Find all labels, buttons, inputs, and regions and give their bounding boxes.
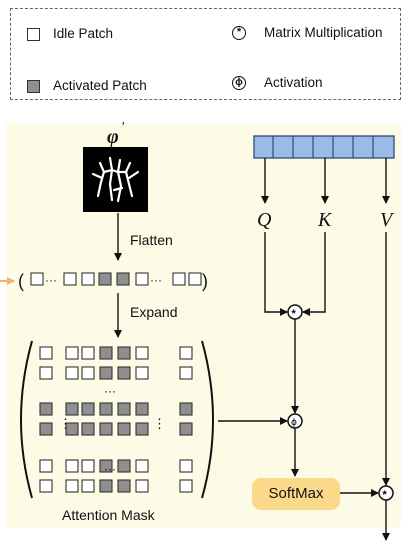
mask-ellipsis-bottom: ··· <box>104 462 116 476</box>
activated-patch <box>135 402 149 416</box>
activation-label: Activation <box>264 75 323 90</box>
activated-patch <box>117 479 131 493</box>
token-bar <box>253 135 395 159</box>
flattened-sequence: ( ··· ··· ) <box>18 271 208 291</box>
activated-patch <box>117 366 131 380</box>
activated-patch <box>179 422 193 436</box>
activated-patch <box>117 402 131 416</box>
activated-patch <box>99 402 113 416</box>
activated-patch <box>81 402 95 416</box>
idle-patch-label: Idle Patch <box>53 26 114 41</box>
idle-patch <box>81 479 95 493</box>
activation-node-symbol: ϕ <box>291 418 297 428</box>
idle-patch <box>135 459 149 473</box>
activated-patch <box>39 422 53 436</box>
idle-patch <box>179 459 193 473</box>
activated-patch <box>117 422 131 436</box>
v-label: V <box>380 209 395 231</box>
activation-symbol-icon: ϕ <box>232 76 246 90</box>
idle-patch <box>65 479 79 493</box>
activated-patch <box>117 346 131 360</box>
activated-patch-swatch <box>27 80 40 93</box>
idle-patch <box>39 479 53 493</box>
paren-right: ) <box>202 271 208 291</box>
mask-vdots-left: ⋮ <box>59 416 72 431</box>
mask-vdots-right: ⋮ <box>153 416 166 431</box>
activated-patch-label: Activated Patch <box>53 78 147 93</box>
q-to-matmul-line <box>264 232 288 316</box>
idle-patch <box>179 366 193 380</box>
idle-patch <box>81 346 95 360</box>
idle-patch <box>65 366 79 380</box>
flatten-label: Flatten <box>130 232 173 248</box>
seq-ellipsis-1: ··· <box>45 273 57 287</box>
attention-mask-label: Attention Mask <box>62 507 156 523</box>
idle-patch <box>39 366 53 380</box>
matmul-node-2-symbol: * <box>383 489 388 501</box>
idle-patch <box>65 459 79 473</box>
activated-patch <box>65 422 79 436</box>
matrix-bracket-right <box>201 340 214 499</box>
k-label: K <box>317 209 333 231</box>
expand-label: Expand <box>130 304 177 320</box>
idle-patch <box>81 366 95 380</box>
activated-patch <box>99 479 113 493</box>
activated-patch <box>99 422 113 436</box>
idle-patch <box>135 479 149 493</box>
activated-patch <box>65 402 79 416</box>
matmul-node-1-symbol: * <box>292 308 297 320</box>
phi-prime: ′ <box>121 120 125 135</box>
activated-patch <box>135 422 149 436</box>
idle-patch <box>81 459 95 473</box>
idle-patch <box>39 346 53 360</box>
activated-patch <box>81 422 95 436</box>
softmax-box: SoftMax <box>252 478 340 510</box>
idle-patch <box>65 346 79 360</box>
mask-ellipsis-top: ··· <box>104 384 116 398</box>
activated-patch <box>99 346 113 360</box>
activated-patch <box>117 459 131 473</box>
matmul-symbol-icon: * <box>232 26 246 40</box>
activated-patch <box>99 459 113 473</box>
seq-ellipsis-2: ··· <box>150 273 162 287</box>
idle-patch <box>135 366 149 380</box>
matmul-label: Matrix Multiplication <box>264 25 383 40</box>
k-to-matmul-line <box>302 232 326 316</box>
legend-box <box>10 8 401 100</box>
idle-patch <box>179 479 193 493</box>
matrix-bracket-left <box>20 340 33 499</box>
phi-label: φ <box>107 126 119 148</box>
idle-patch-swatch <box>27 28 40 41</box>
skeleton-image <box>83 147 148 212</box>
attention-mask-matrix: ··· ··· ⋮ ⋮ <box>20 340 214 499</box>
activated-patch <box>179 402 193 416</box>
idle-patch <box>179 346 193 360</box>
activated-patch <box>99 366 113 380</box>
paren-left: ( <box>18 271 24 291</box>
idle-patch <box>39 459 53 473</box>
activated-patch <box>39 402 53 416</box>
q-label: Q <box>257 209 272 231</box>
idle-patch <box>135 346 149 360</box>
